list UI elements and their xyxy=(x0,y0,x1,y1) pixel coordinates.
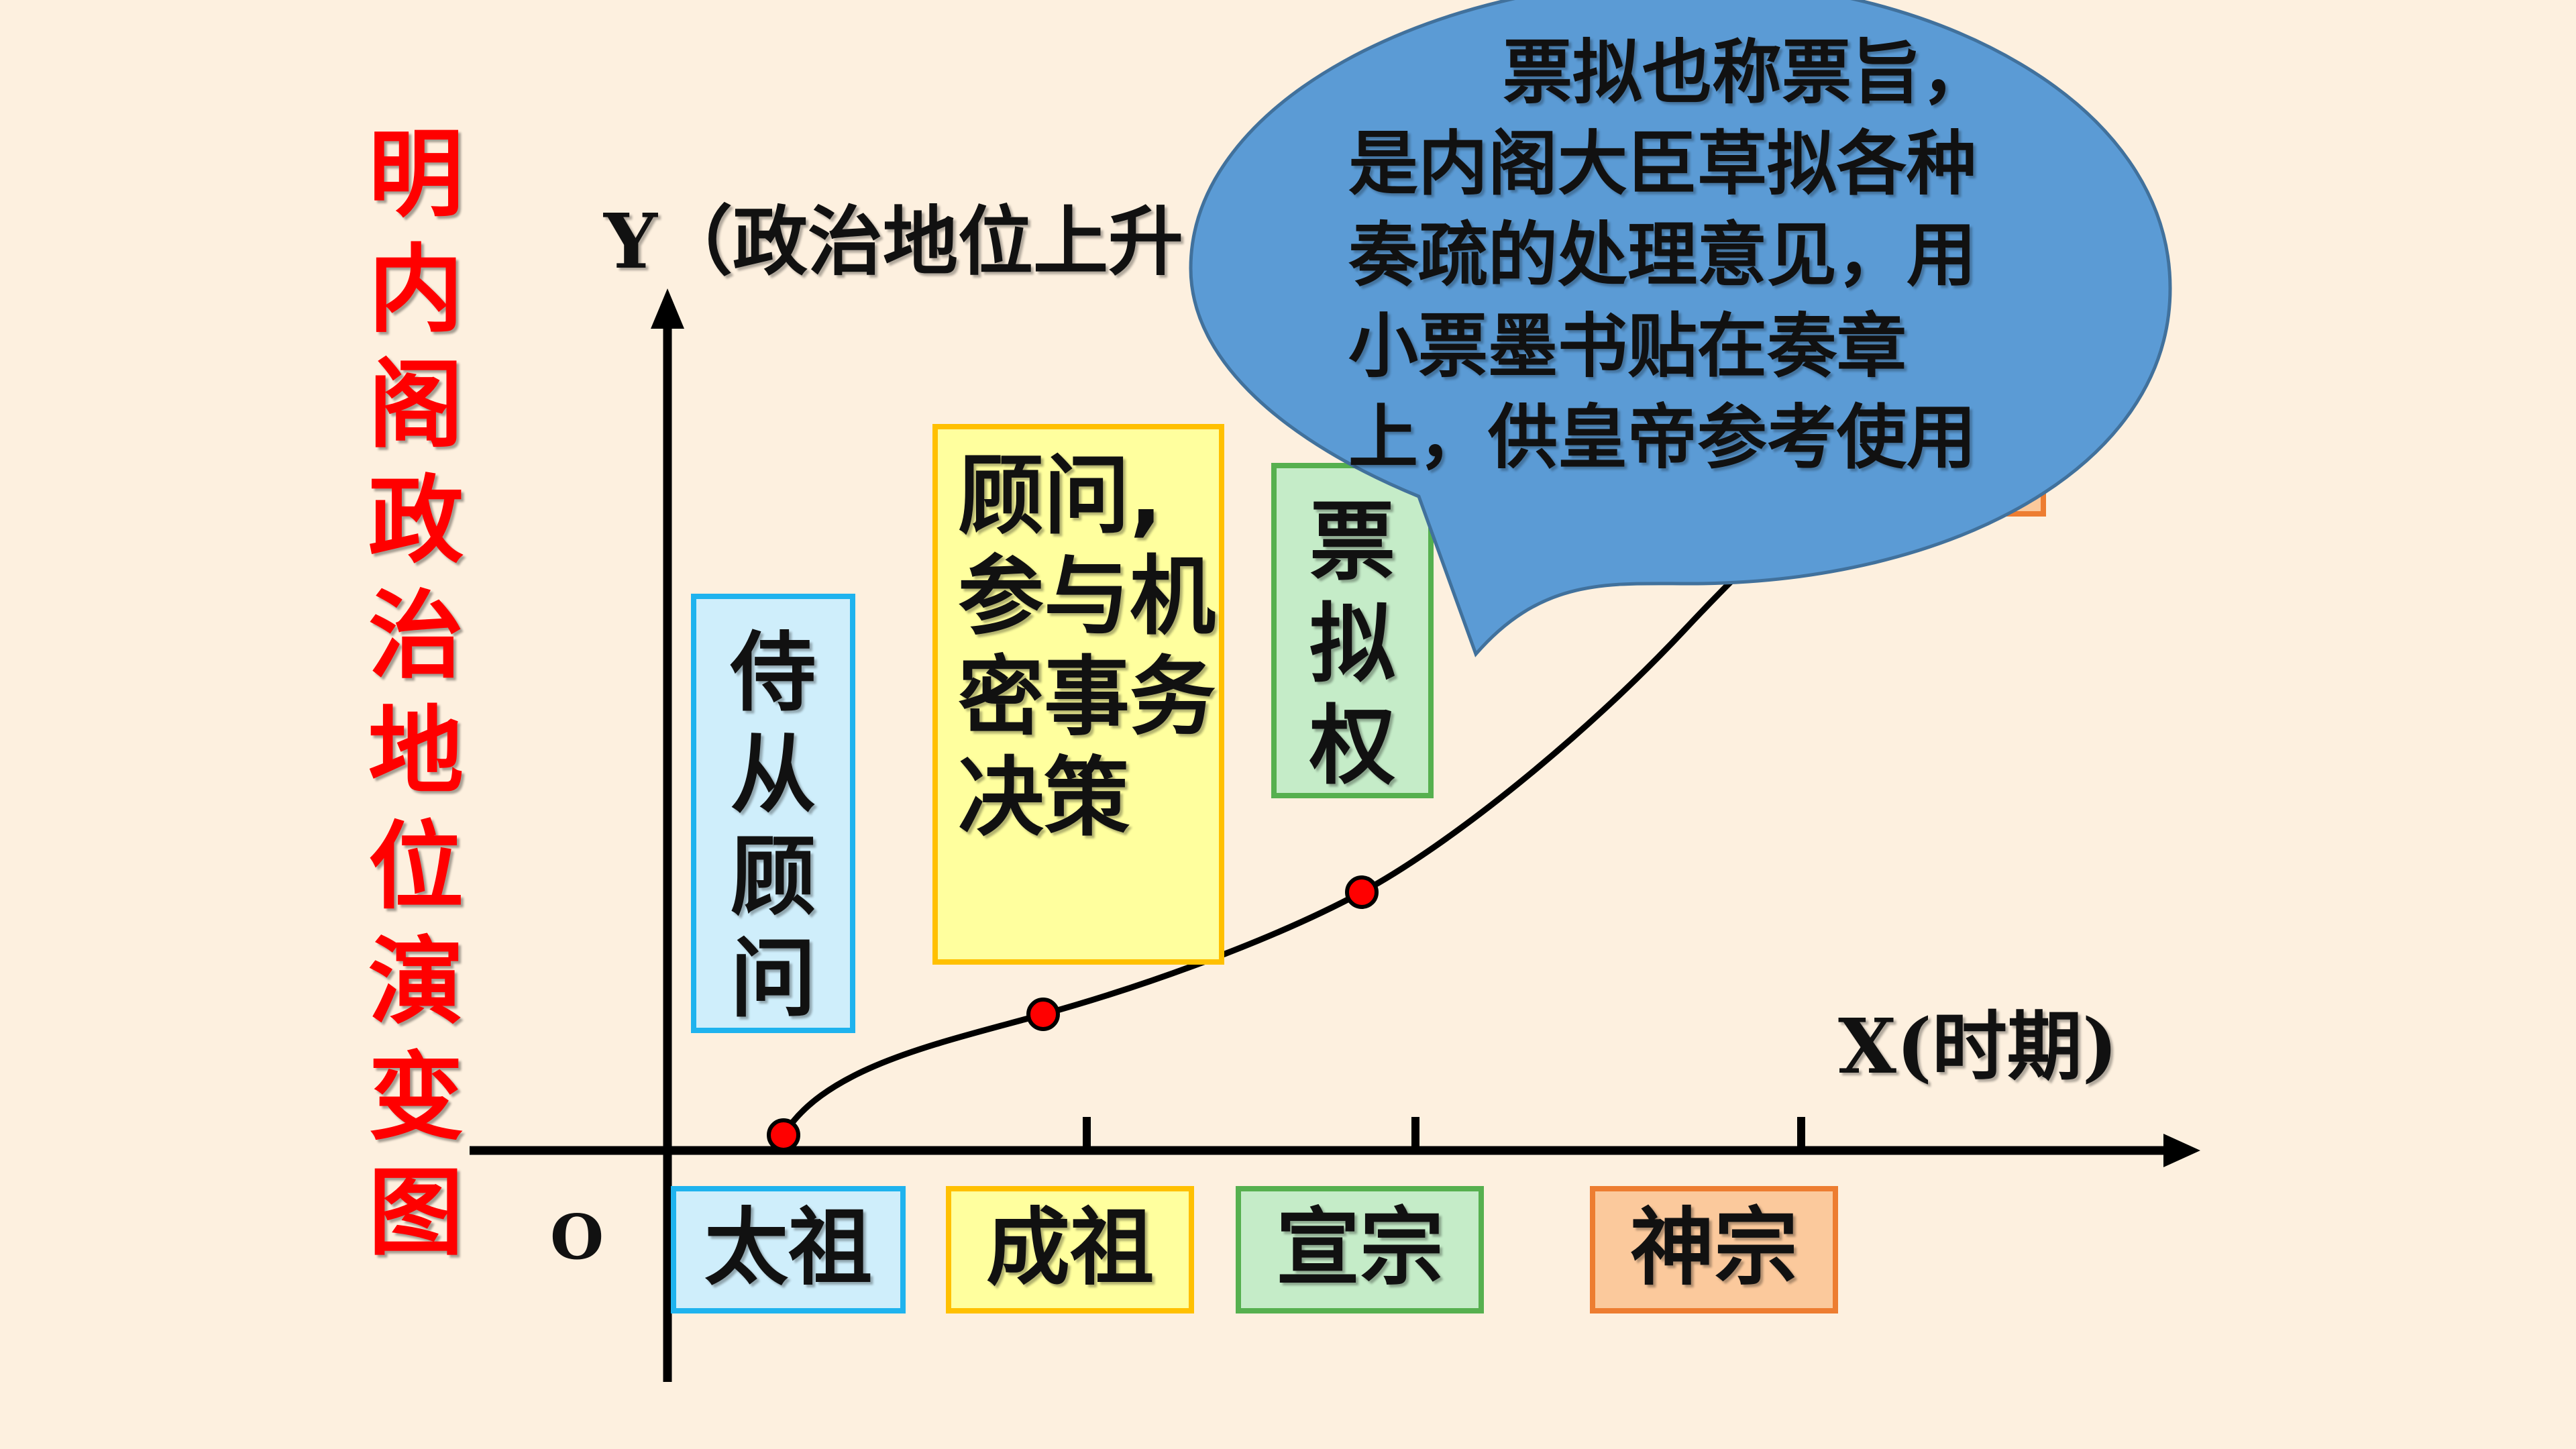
curve-point-chengzu xyxy=(1026,998,1060,1031)
bubble-text: 票拟也称票旨，是内阁大臣草拟各种奏疏的处理意见，用小票墨书贴在奏章上，供皇帝参考… xyxy=(1348,32,1992,478)
x-axis-arrow xyxy=(2163,1134,2200,1167)
period-box-chengzu: 成祖 xyxy=(946,1186,1194,1313)
diagram-title: 明内阁政治地位演变图 xyxy=(368,119,464,1269)
period-box-xuanzong: 宣宗 xyxy=(1236,1186,1484,1313)
period-box-shenzong: 神宗 xyxy=(1590,1186,1838,1313)
curve-point-xuanzong xyxy=(1345,875,1379,909)
period-box-taizu: 太祖 xyxy=(671,1186,906,1313)
y-axis-label: Y（政治地位上升 xyxy=(604,198,1183,286)
x-axis-label: X(时期) xyxy=(1838,1003,2118,1091)
origin-label: O xyxy=(550,1201,604,1273)
speech-bubble-shape xyxy=(1189,0,2172,657)
stage-box-chengzu: 顾问,参与机密事务决策 xyxy=(932,424,1224,965)
stage-box-taizu: 侍从顾问 xyxy=(691,594,855,1033)
y-axis-arrow xyxy=(651,288,684,329)
curve-point-taizu xyxy=(767,1118,800,1152)
